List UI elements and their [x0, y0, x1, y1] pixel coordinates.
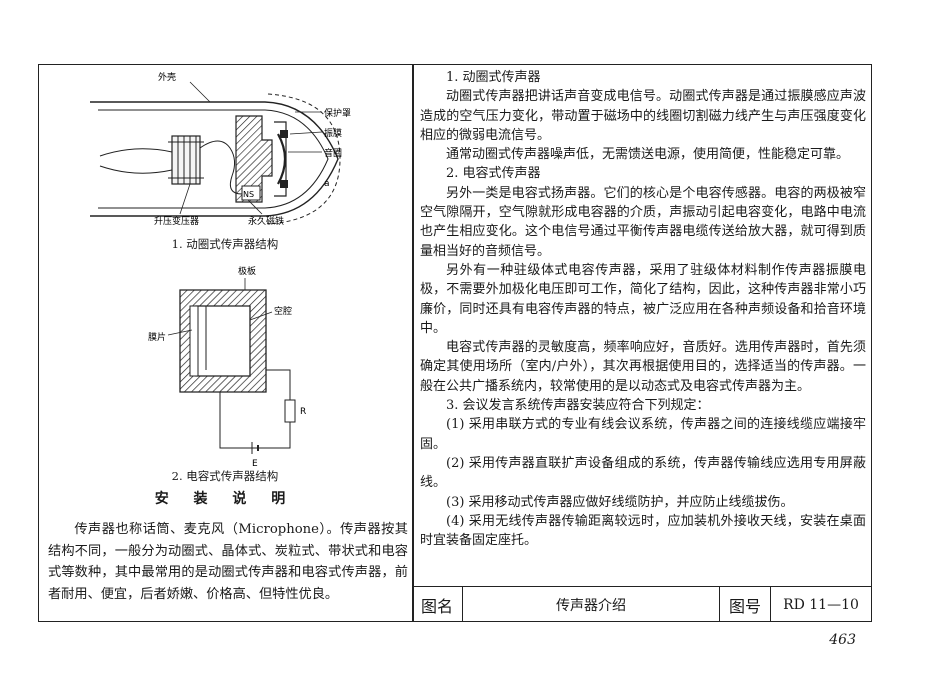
title-number-label: 图号 — [728, 596, 761, 616]
column-divider — [412, 64, 414, 622]
left-column: NS 外壳 保护罩 振膜 音圈 a 升压变压器 永久磁铁 1. 动圈式传声器结构 — [40, 64, 410, 620]
install-text: 传声器也称话筒、麦克风（Microphone）。传声器按其结构不同，一般分为动圈… — [48, 522, 408, 602]
title-separator — [719, 587, 721, 622]
svg-text:NS: NS — [243, 190, 254, 199]
paragraph: 2. 电容式传声器 — [446, 166, 541, 182]
condenser-mic-diagram: 极板 空腔 膜片 R E — [148, 265, 306, 469]
install-title: 安 装 说 明 — [154, 491, 296, 507]
paragraph: (4) 采用无线传声器传输距离较远时，应加装机外接收天线，安装在桌面时宜装备固定… — [420, 513, 866, 549]
label-membrane: 膜片 — [148, 331, 166, 343]
paragraph: 动圈式传声器把讲话声音变成电信号。动圈式传声器是通过振膜感应声波造成的空气压力变… — [420, 89, 866, 143]
label-magnet: 永久磁铁 — [248, 215, 284, 227]
title-block: 图名 传声器介绍 图号 RD 11—10 — [412, 586, 872, 622]
paragraph: 通常动圈式传声器噪声低，无需馈送电源，使用简便，性能稳定可靠。 — [446, 147, 850, 163]
label-r: R — [300, 407, 306, 417]
title-separator — [462, 587, 464, 622]
label-cavity: 空腔 — [274, 305, 292, 317]
paragraph: 1. 动圈式传声器 — [446, 70, 541, 85]
label-coil: 音圈 — [324, 147, 342, 159]
title-separator — [770, 587, 772, 622]
label-plate: 极板 — [238, 265, 256, 277]
drawing-frame — [38, 64, 872, 622]
label-shell: 外壳 — [158, 71, 176, 83]
paragraph: (1) 采用串联方式的专业有线会议系统，传声器之间的连接线缆应端接牢固。 — [420, 417, 866, 452]
paragraph: 另外一类是电容式扬声器。它们的核心是个电容传感器。电容的两极被窄空气隙隔开，空气… — [420, 185, 866, 259]
label-transformer: 升压变压器 — [154, 215, 199, 227]
page-number: 463 — [829, 632, 856, 648]
caption-dynamic: 1. 动圈式传声器结构 — [171, 237, 279, 251]
paragraph: 另外有一种驻级体式电容传声器，采用了驻级体材料制作传声器振膜电极，不需要外加极化… — [420, 262, 866, 336]
paragraph: (3) 采用移动式传声器应做好线缆防护，并应防止线缆拔伤。 — [446, 494, 794, 510]
paragraph: (2) 采用传声器直联扩声设备组成的系统，传声器传输线应选用专用屏蔽线。 — [420, 455, 866, 491]
label-e: E — [252, 459, 258, 469]
paragraph: 3. 会议发言系统传声器安装应符合下列规定： — [446, 398, 710, 414]
label-diaphragm: 振膜 — [324, 127, 342, 139]
right-column: 1. 动圈式传声器 动圈式传声器把讲话声音变成电信号。动圈式传声器是通过振膜感应… — [420, 68, 866, 550]
title-name-value: 传声器介绍 — [556, 597, 626, 614]
label-cover: 保护罩 — [324, 107, 351, 119]
title-number-value: RD 11—10 — [783, 596, 859, 613]
dynamic-mic-diagram: NS 外壳 保护罩 振膜 音圈 a 升压变压器 永久磁铁 — [90, 71, 351, 227]
label-a: a — [324, 179, 330, 189]
paragraph: 电容式传声器的灵敏度高，频率响应好，音质好。选用传声器时，首先须确定其使用场所（… — [420, 340, 866, 394]
caption-condenser: 2. 电容式传声器结构 — [171, 469, 279, 483]
title-name-label: 图名 — [420, 596, 453, 616]
